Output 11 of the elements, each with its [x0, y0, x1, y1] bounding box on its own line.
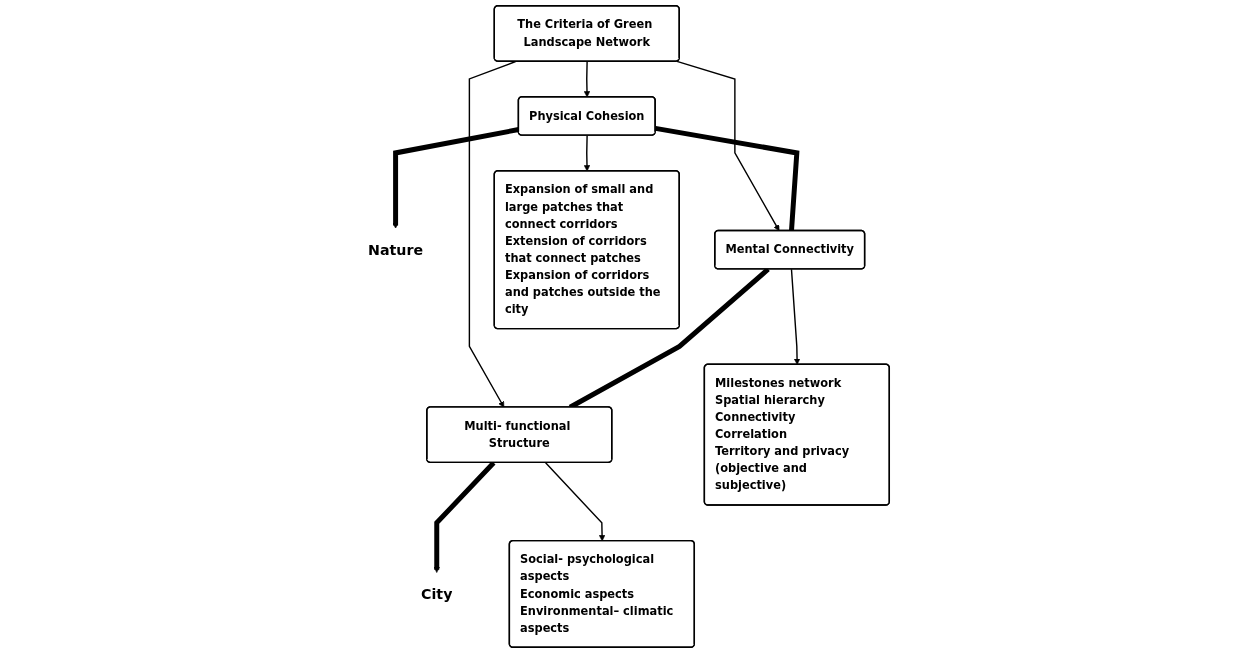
arrow [790, 268, 801, 365]
arrow [583, 134, 591, 172]
node-text: City [421, 585, 453, 603]
arrow [433, 461, 496, 573]
arrow [468, 60, 517, 408]
arrow [583, 60, 591, 98]
arrow [676, 60, 780, 232]
node-text: Nature [368, 241, 424, 259]
arrow [544, 462, 606, 542]
arrow [392, 127, 520, 229]
connector [655, 125, 800, 231]
